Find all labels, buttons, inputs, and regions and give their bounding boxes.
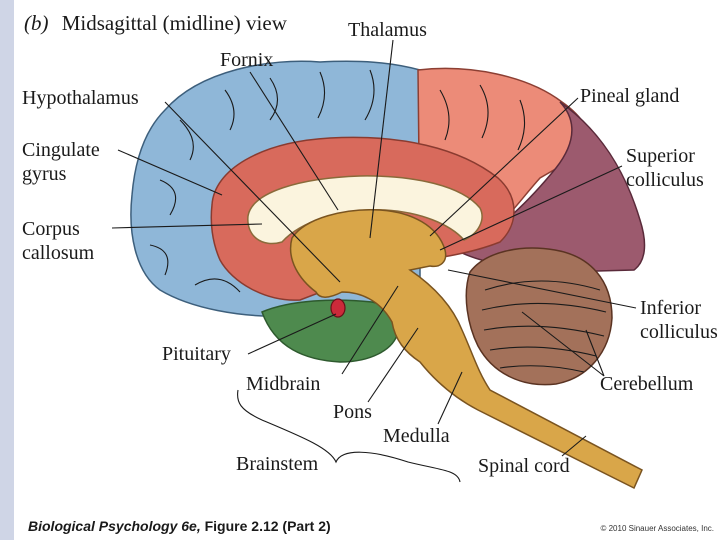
label-midbrain: Midbrain xyxy=(246,373,320,395)
label-pineal-gland: Pineal gland xyxy=(580,85,679,107)
label-superior-line1: Superior xyxy=(626,145,695,167)
label-spinal-cord: Spinal cord xyxy=(478,455,570,477)
label-inferior-line1: Inferior xyxy=(640,297,701,319)
label-fornix: Fornix xyxy=(220,49,273,71)
label-thalamus: Thalamus xyxy=(348,19,427,41)
label-pons: Pons xyxy=(333,401,372,423)
label-cerebellum: Cerebellum xyxy=(600,373,694,395)
sulci-texture xyxy=(439,84,526,151)
label-superior-colliculus: Superior colliculus xyxy=(626,145,704,191)
label-corpus-line1: Corpus xyxy=(22,218,80,240)
label-hypothalamus: Hypothalamus xyxy=(22,87,139,109)
label-medulla: Medulla xyxy=(383,425,450,447)
caption-book: Biological Psychology 6e, xyxy=(28,518,201,534)
cerebellum-folia xyxy=(481,280,607,373)
label-inferior-colliculus: Inferior colliculus xyxy=(640,297,718,343)
label-inferior-line2: colliculus xyxy=(640,321,718,343)
label-cingulate-line1: Cingulate xyxy=(22,139,100,161)
label-cingulate-line2: gyrus xyxy=(22,163,67,185)
copyright-notice: © 2010 Sinauer Associates, Inc. xyxy=(600,524,714,533)
temporal-lobe-region xyxy=(261,299,400,363)
label-cingulate-gyrus: Cingulate gyrus xyxy=(22,139,105,185)
label-brainstem: Brainstem xyxy=(236,453,319,475)
figure-title: (b) Midsagittal (midline) view xyxy=(24,11,288,35)
label-superior-line2: colliculus xyxy=(626,169,704,191)
label-corpus-callosum: Corpus callosum xyxy=(22,218,95,264)
gyri-texture xyxy=(149,69,375,293)
figure-caption: Biological Psychology 6e, Figure 2.12 (P… xyxy=(28,518,331,534)
brainstem-region xyxy=(289,209,643,490)
left-accent-bar xyxy=(0,0,14,540)
caption-figure: Figure 2.12 (Part 2) xyxy=(204,518,331,534)
title-text: Midsagittal (midline) view xyxy=(62,11,288,35)
title-letter: (b) xyxy=(24,11,49,35)
label-pituitary: Pituitary xyxy=(162,343,231,365)
leader-lines xyxy=(111,39,637,483)
pituitary-region xyxy=(330,298,346,318)
cerebellum-region xyxy=(465,247,613,386)
label-corpus-line2: callosum xyxy=(22,242,95,264)
brainstem-bracket xyxy=(237,389,461,483)
